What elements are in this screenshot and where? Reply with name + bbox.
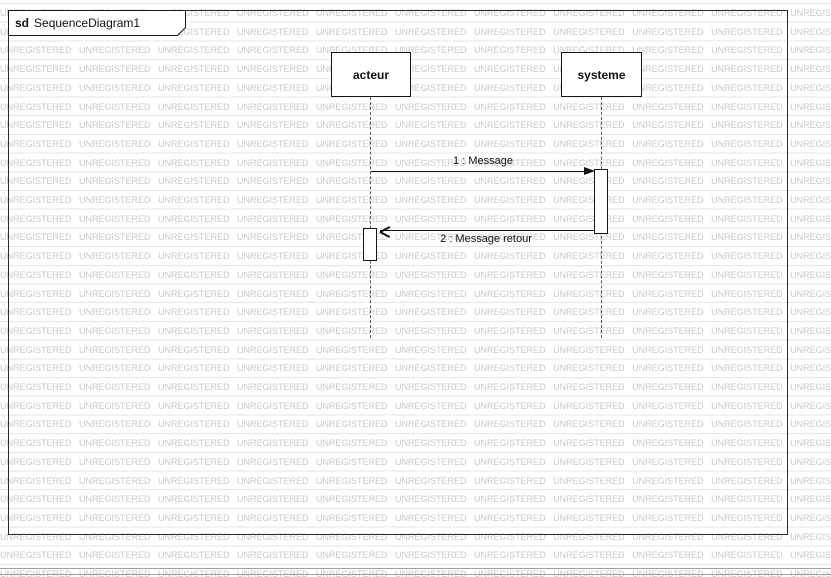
- watermark-text-row: UNREGISTERED UNREGISTERED UNREGISTERED U…: [0, 269, 831, 280]
- watermark-text-row: UNREGISTERED UNREGISTERED UNREGISTERED U…: [0, 64, 831, 75]
- watermark-text-row: UNREGISTERED UNREGISTERED UNREGISTERED U…: [0, 494, 831, 505]
- watermark-text-row: UNREGISTERED UNREGISTERED UNREGISTERED U…: [0, 288, 831, 299]
- ruled-line-dark-bottom: [0, 574, 831, 575]
- watermark-text-row: UNREGISTERED UNREGISTERED UNREGISTERED U…: [0, 176, 831, 187]
- watermark-text-row: UNREGISTERED UNREGISTERED UNREGISTERED U…: [0, 251, 831, 262]
- watermark-text-row: UNREGISTERED UNREGISTERED UNREGISTERED U…: [0, 550, 831, 561]
- watermark-text-row: UNREGISTERED UNREGISTERED UNREGISTERED U…: [0, 475, 831, 486]
- watermark-text-row: UNREGISTERED UNREGISTERED UNREGISTERED U…: [0, 213, 831, 224]
- watermark-text-row: UNREGISTERED UNREGISTERED UNREGISTERED U…: [0, 531, 831, 542]
- frame-tab-text: sd SequenceDiagram1: [8, 10, 186, 36]
- watermark-text-row: UNREGISTERED UNREGISTERED UNREGISTERED U…: [0, 307, 831, 318]
- watermark-text-row: UNREGISTERED UNREGISTERED UNREGISTERED U…: [0, 195, 831, 205]
- lifeline-label-systeme: systeme: [577, 67, 626, 82]
- watermark-text-row: UNREGISTERED UNREGISTERED UNREGISTERED U…: [0, 8, 831, 18]
- message-2-line: [380, 230, 594, 231]
- watermark-text-row: UNREGISTERED UNREGISTERED UNREGISTERED U…: [0, 101, 831, 112]
- lifeline-head-systeme: systeme: [561, 52, 642, 97]
- frame-title-tab: sd SequenceDiagram1: [8, 10, 186, 36]
- message-1-arrowhead-icon: [584, 167, 595, 175]
- activation-bar-acteur: [363, 228, 377, 261]
- frame-tab-pentagon: [8, 10, 186, 36]
- sequence-diagram-frame: [8, 10, 788, 535]
- watermark-text-row: UNREGISTERED UNREGISTERED UNREGISTERED U…: [0, 325, 831, 336]
- watermark-text-row: UNREGISTERED UNREGISTERED UNREGISTERED U…: [0, 232, 831, 243]
- watermark-text-row: UNREGISTERED UNREGISTERED UNREGISTERED U…: [0, 26, 831, 37]
- watermark-text-row: UNREGISTERED UNREGISTERED UNREGISTERED U…: [0, 344, 831, 355]
- watermark-text-row: UNREGISTERED UNREGISTERED UNREGISTERED U…: [0, 45, 831, 56]
- frame-title: SequenceDiagram1: [34, 16, 141, 30]
- watermark-text-row: UNREGISTERED UNREGISTERED UNREGISTERED U…: [0, 419, 831, 430]
- watermark-text-row: UNREGISTERED UNREGISTERED UNREGISTERED U…: [0, 400, 831, 411]
- watermark-text-row: UNREGISTERED UNREGISTERED UNREGISTERED U…: [0, 569, 831, 577]
- watermark-text-row: UNREGISTERED UNREGISTERED UNREGISTERED U…: [0, 456, 831, 467]
- watermark-text-row: UNREGISTERED UNREGISTERED UNREGISTERED U…: [0, 120, 831, 131]
- lifeline-label-acteur: acteur: [352, 67, 390, 82]
- message-2-label: 2 : Message retour: [440, 233, 532, 245]
- watermark-text-row: UNREGISTERED UNREGISTERED UNREGISTERED U…: [0, 138, 831, 149]
- message-1-label: 1 : Message: [453, 155, 513, 167]
- frame-keyword: sd: [15, 16, 30, 30]
- lifeline-head-acteur: acteur: [331, 52, 411, 97]
- lifeline-dashed-acteur: [370, 97, 371, 338]
- watermark-text-row: UNREGISTERED UNREGISTERED UNREGISTERED U…: [0, 363, 831, 374]
- watermark-text-row: UNREGISTERED UNREGISTERED UNREGISTERED U…: [0, 438, 831, 449]
- message-1-line: [371, 171, 585, 172]
- watermark-text-row: UNREGISTERED UNREGISTERED UNREGISTERED U…: [0, 382, 831, 392]
- watermark-text-row: UNREGISTERED UNREGISTERED UNREGISTERED U…: [0, 512, 831, 523]
- watermark-text-row: UNREGISTERED UNREGISTERED UNREGISTERED U…: [0, 82, 831, 93]
- watermark-text-row: UNREGISTERED UNREGISTERED UNREGISTERED U…: [0, 157, 831, 168]
- activation-bar-systeme: [594, 169, 608, 234]
- ruled-line-dark-top: [0, 568, 831, 569]
